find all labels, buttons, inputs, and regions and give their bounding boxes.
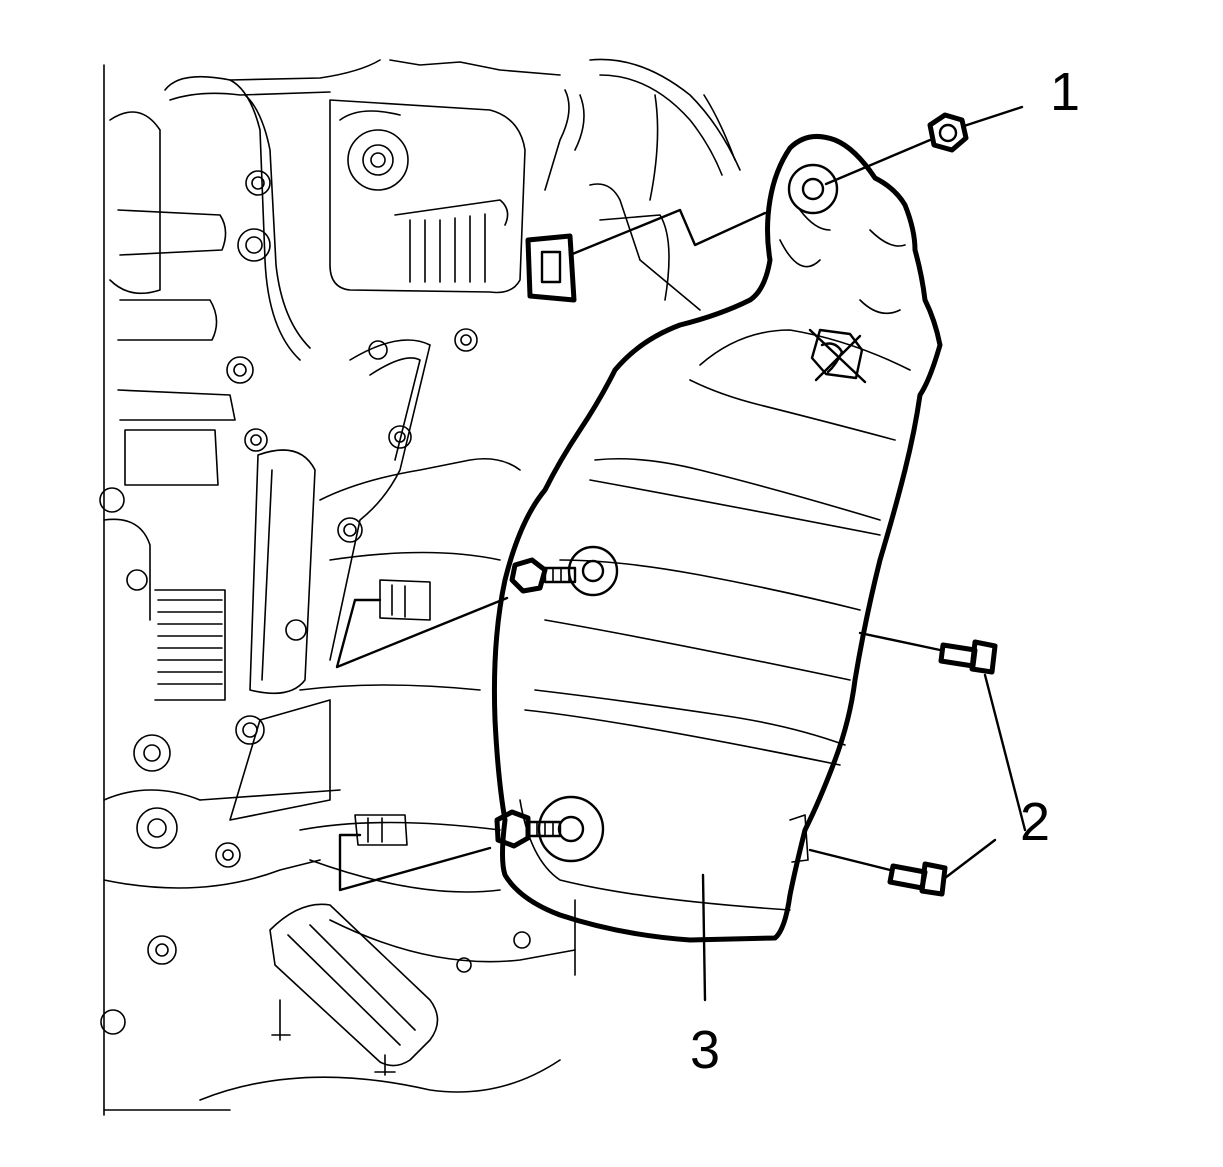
heat-shield-bolt-left-upper <box>509 557 577 594</box>
callout-1: 1 <box>1050 62 1080 122</box>
leader-lines <box>335 105 1027 1002</box>
heat-shield-bolt-upper <box>938 639 998 675</box>
engine-background <box>99 58 741 1116</box>
exhaust-manifold-heat-shield <box>491 133 943 943</box>
heat-shield-bolt-left-lower <box>494 809 562 849</box>
no-touch-hot-surface-icon <box>808 328 867 384</box>
upper-mount-bracket <box>525 233 577 303</box>
heat-shield-nut <box>927 112 969 153</box>
callout-2: 2 <box>1020 792 1050 852</box>
heat-shield-bolt-lower <box>887 861 948 897</box>
callout-3: 3 <box>690 1020 720 1080</box>
